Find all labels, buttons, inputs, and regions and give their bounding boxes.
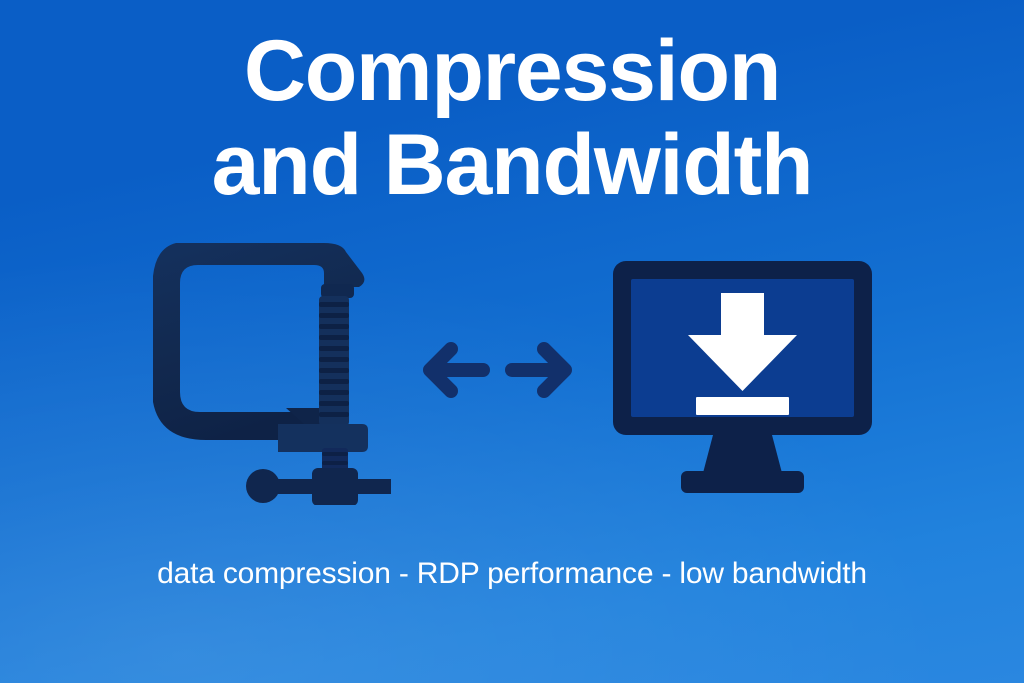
monitor-svg — [613, 261, 872, 493]
arrow-left-icon — [423, 342, 490, 398]
clamp-handle-bar — [258, 479, 391, 494]
page-title: Compression and Bandwidth — [0, 23, 1024, 213]
monitor-stand-base — [681, 471, 804, 493]
c-clamp-icon — [146, 240, 391, 505]
subtitle-text: data compression - RDP performance - low… — [157, 557, 867, 590]
download-baseline — [696, 397, 789, 415]
clamp-anvil — [278, 424, 368, 452]
bidirectional-arrow-svg — [423, 342, 572, 398]
arrow-right-icon — [505, 342, 572, 398]
download-arrow-icon — [688, 293, 797, 415]
clamp-top-pad — [321, 284, 354, 298]
clamp-screw-threads — [319, 302, 349, 417]
c-clamp-svg — [153, 243, 391, 505]
bidirectional-arrow-icon — [415, 335, 580, 405]
monitor-download-icon — [605, 257, 880, 497]
clamp-body — [153, 243, 365, 440]
title-line-1: Compression — [243, 23, 782, 119]
clamp-screw-stub-threads — [322, 452, 348, 465]
monitor-stand-neck — [703, 435, 782, 473]
clamp-handle-knob-left — [246, 469, 280, 503]
illustration-row — [0, 235, 1024, 510]
title-line-2: and Bandwidth — [211, 116, 814, 213]
